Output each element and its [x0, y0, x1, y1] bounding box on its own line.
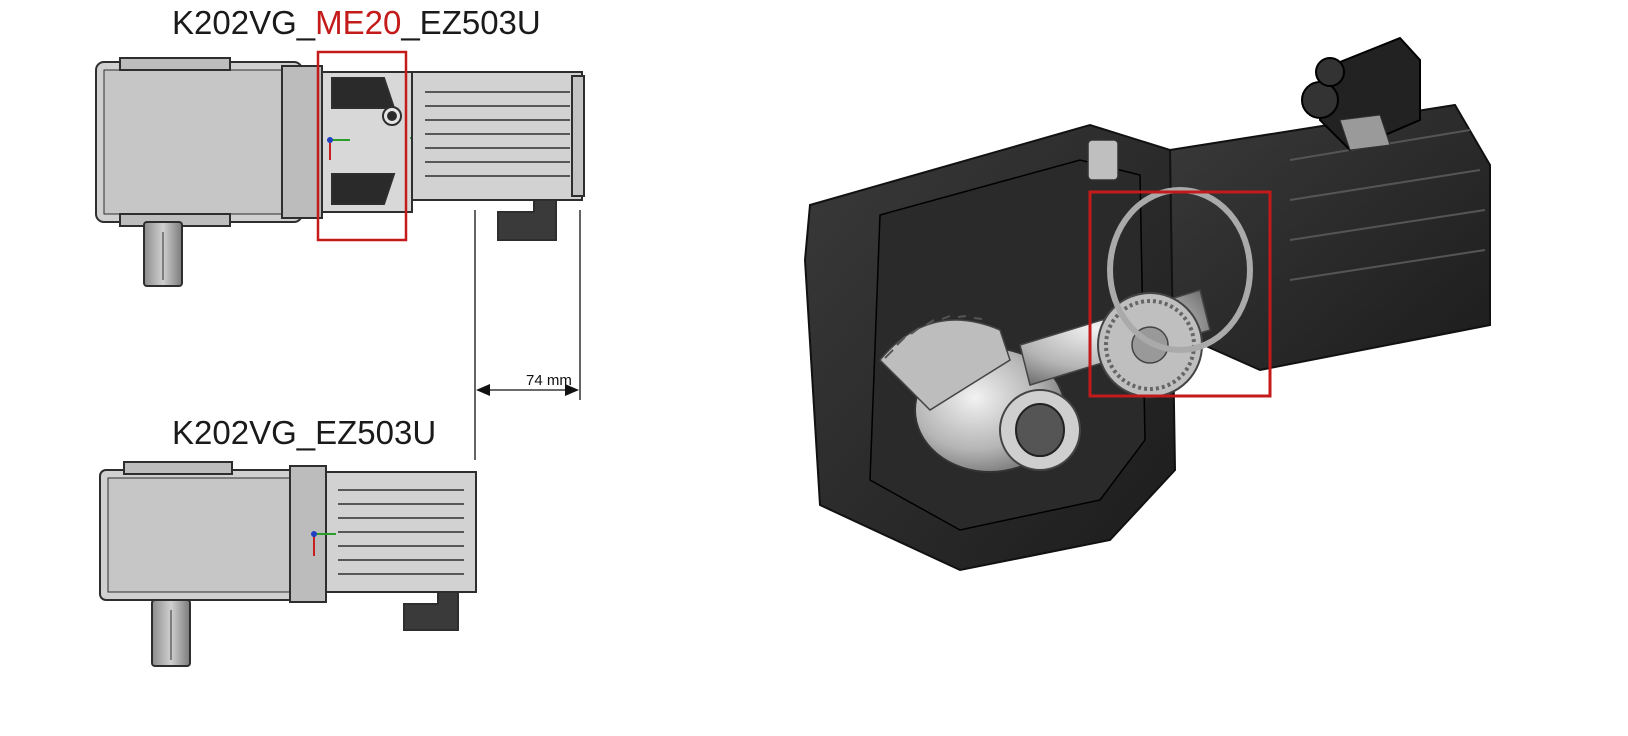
- cutaway-adapter-highlight: [1088, 190, 1272, 398]
- top-adapter-highlight: [316, 50, 408, 242]
- top-motor-body: [411, 71, 583, 201]
- dimension-label: 74 mm: [526, 372, 572, 389]
- top-model-title: K202VG_ME20_EZ503U: [172, 6, 541, 39]
- top-connector: [497, 199, 557, 241]
- top-model-title-prefix: K202VG_: [172, 4, 316, 41]
- bottom-connector: [403, 591, 459, 631]
- bottom-model-title: K202VG_EZ503U: [172, 414, 437, 451]
- bottom-gearmotor-drawing: [99, 461, 477, 667]
- cutaway-motor: [1169, 103, 1491, 372]
- cutaway-motor-connector: [1301, 36, 1421, 152]
- cutaway-3d-view: [803, 36, 1491, 572]
- top-model-title-accent: ME20: [315, 4, 402, 41]
- dimension-74mm: [474, 210, 581, 460]
- top-flange: [281, 65, 323, 219]
- cutaway-adapter-ring: [1107, 187, 1253, 353]
- top-gearmotor-drawing: [95, 57, 585, 287]
- cutaway-breather: [1087, 139, 1119, 181]
- top-model-title-suffix: _EZ503U: [401, 4, 541, 41]
- cutaway-bevel-gear: [878, 319, 1011, 411]
